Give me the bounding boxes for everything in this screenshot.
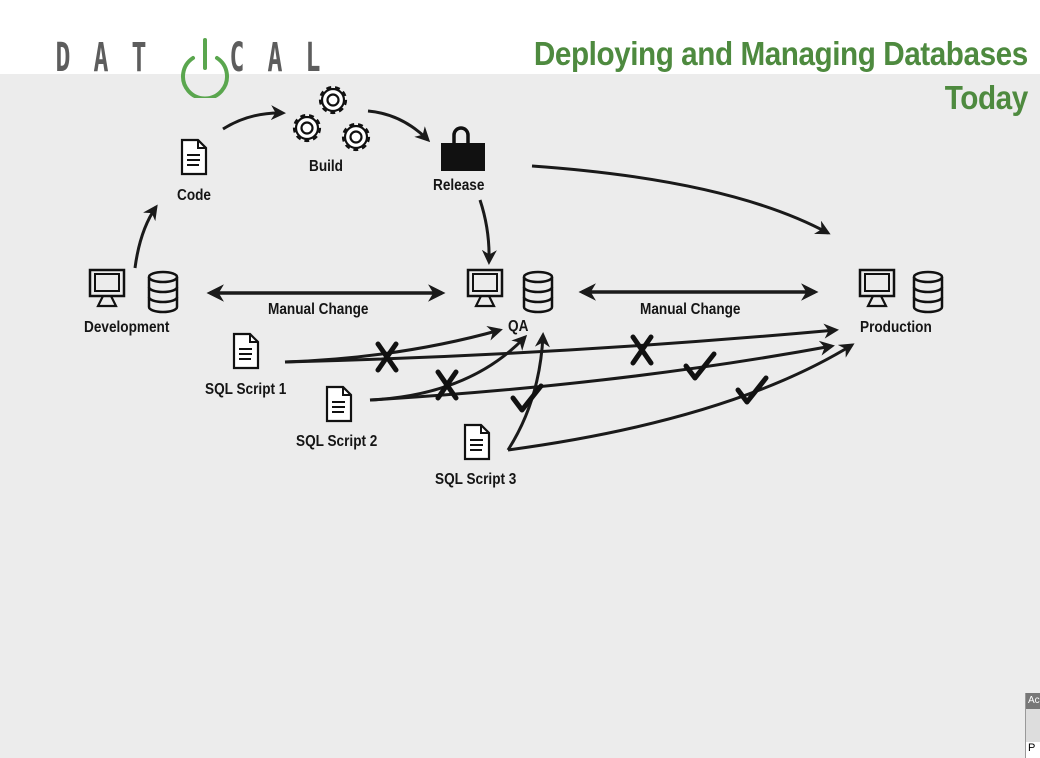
logo-letter: A (93, 35, 109, 81)
qa-label: QA (508, 318, 529, 335)
prod-monitor-icon (858, 268, 896, 308)
header-band (0, 0, 1040, 74)
dev-to-code-arrow (133, 204, 158, 269)
manual-change-label-qa-prod: Manual Change (640, 301, 741, 318)
logo-letter: L (305, 35, 321, 81)
logo-letter: D (55, 35, 71, 81)
code-label: Code (177, 187, 211, 204)
page-title: Deploying and Managing Databases Today (534, 32, 1028, 120)
sql-script-1-icon (232, 332, 260, 370)
sql-script-2-icon (325, 385, 353, 423)
corner-widget[interactable]: Ac P (1025, 693, 1040, 758)
script1-prod-failed-x-icon (633, 337, 651, 363)
logo-letter: A (267, 35, 283, 81)
title-line-2: Today (944, 79, 1028, 116)
qa-database-icon (522, 270, 554, 314)
logo-letter: C (229, 35, 245, 81)
dev-monitor-icon (88, 268, 126, 308)
release-to-production-arrow (531, 164, 831, 235)
dev-database-icon (147, 270, 179, 314)
qa-monitor-icon (466, 268, 504, 308)
build-label: Build (309, 158, 343, 175)
sql-script-3-label: SQL Script 3 (435, 471, 517, 488)
build-to-release-arrow (367, 109, 431, 143)
corner-widget-footer: P (1026, 742, 1040, 758)
power-icon (181, 38, 229, 98)
release-label: Release (433, 177, 485, 194)
code-to-build-arrow (222, 105, 286, 131)
release-to-qa-arrow (478, 199, 497, 265)
script1-qa-failed-x-icon (378, 344, 396, 370)
logo-letter: T (131, 35, 147, 81)
script1-to-prod-arrow (284, 323, 839, 364)
sql-script-2-label: SQL Script 2 (296, 433, 378, 450)
development-label: Development (84, 319, 170, 336)
datical-logo: D A T C A L (44, 38, 332, 78)
briefcase-icon (441, 126, 485, 171)
code-document-icon (180, 138, 208, 176)
sql-script-1-label: SQL Script 1 (205, 381, 287, 398)
prod-database-icon (912, 270, 944, 314)
script3-to-prod-arrow (507, 343, 855, 452)
gears-icon (292, 85, 371, 152)
sql-script-3-icon (463, 423, 491, 461)
production-label: Production (860, 319, 932, 336)
title-line-1: Deploying and Managing Databases (534, 35, 1028, 72)
corner-widget-title: Ac (1026, 693, 1040, 709)
manual-change-label-dev-qa: Manual Change (268, 301, 369, 318)
